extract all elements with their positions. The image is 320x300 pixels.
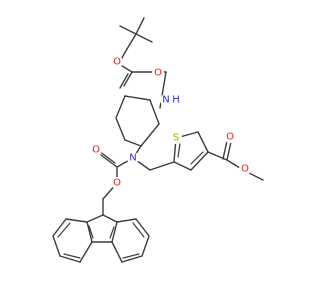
atom-label-o: O [113,57,121,68]
atom-o-fmoc-carbonyl: O [90,144,102,156]
atom-label-h: H [172,95,180,106]
cyclohexane-ring [115,95,160,147]
atom-o-ester-carbonyl: O [224,131,236,143]
atom-o-boc-ether: O [111,56,123,68]
atom-o-fmoc-ether: O [111,177,123,189]
atom-label-o: O [226,132,234,143]
methyl-ester [207,140,264,181]
atom-label-o: O [92,145,100,156]
atom-label-n: N [129,153,136,164]
atom-label-s: S [173,133,179,144]
atom-label-o: O [241,164,249,175]
atom-n-tertiary: N [127,152,139,164]
atom-s-thiophene: S [170,132,182,144]
atom-o-boc-carbonyl: O [152,67,164,79]
molecule-structure: O O N H N O O S O O [52,17,264,263]
methylene-link [132,157,175,171]
tert-butyl-group [119,17,153,50]
atom-label-o: O [154,68,162,79]
fluorene-group [52,214,150,263]
atom-label-n: N [162,95,169,106]
atom-n-carbamate: N H [160,94,181,106]
atom-label-o: O [113,178,121,189]
atom-o-ester-ether: O [239,163,251,175]
